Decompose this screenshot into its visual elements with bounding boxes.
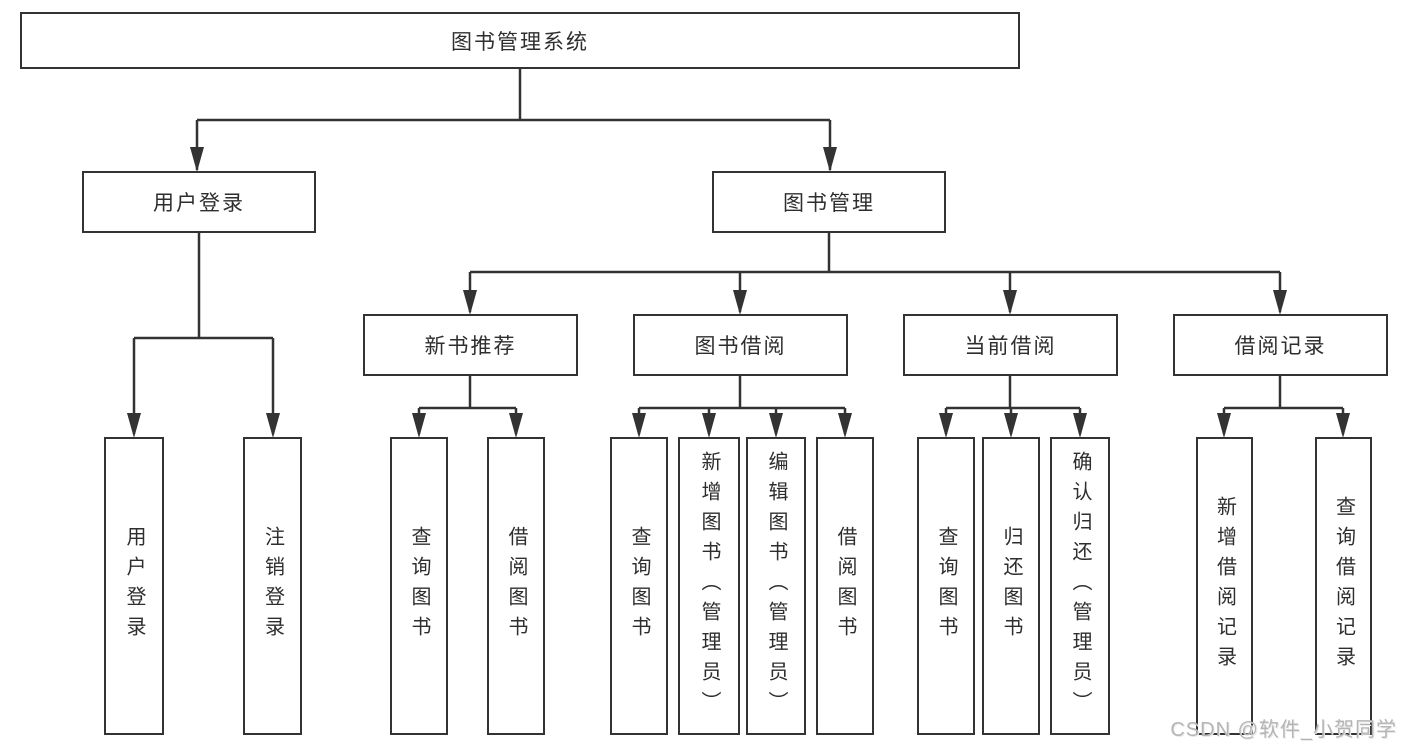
node-current-borrowing: 当前借阅	[903, 314, 1118, 376]
node-book-borrowing: 图书借阅	[633, 314, 848, 376]
node-root-label: 图书管理系统	[451, 30, 589, 54]
leaf-confirm-return-admin: 确认归还（管理员）	[1050, 437, 1110, 735]
leaf-query-borrow-record: 查询借阅记录	[1315, 437, 1372, 735]
leaf-recommend-borrow-books-label: 借阅图书	[505, 526, 527, 646]
leaf-borrowing-borrow-books-label: 借阅图书	[834, 526, 856, 646]
leaf-recommend-borrow-books: 借阅图书	[487, 437, 545, 735]
csdn-watermark: CSDN @软件_小贺同学	[1170, 719, 1397, 741]
leaf-borrowing-query-books-label: 查询图书	[628, 526, 650, 646]
leaf-edit-books-admin-label: 编辑图书（管理员）	[765, 451, 787, 721]
leaf-return-books: 归还图书	[982, 437, 1040, 735]
leaf-add-borrow-record-label: 新增借阅记录	[1213, 496, 1236, 676]
leaf-recommend-query-books: 查询图书	[390, 437, 448, 735]
node-user-login-label: 用户登录	[153, 192, 245, 215]
leaf-recommend-query-books-label: 查询图书	[408, 526, 430, 646]
node-borrowing-records: 借阅记录	[1173, 314, 1388, 376]
leaf-edit-books-admin: 编辑图书（管理员）	[746, 437, 806, 735]
leaf-current-query-books: 查询图书	[917, 437, 975, 735]
leaf-user-login: 用户登录	[104, 437, 164, 735]
leaf-user-login-label: 用户登录	[123, 526, 145, 646]
node-new-book-recommend-label: 新书推荐	[424, 335, 517, 358]
leaf-confirm-return-admin-label: 确认归还（管理员）	[1069, 451, 1091, 721]
leaf-current-query-books-label: 查询图书	[935, 526, 957, 646]
leaf-return-books-label: 归还图书	[1000, 526, 1022, 646]
node-book-management-label: 图书管理	[783, 192, 875, 215]
leaf-logout-label: 注销登录	[261, 526, 284, 646]
node-new-book-recommend: 新书推荐	[363, 314, 578, 376]
node-user-login: 用户登录	[82, 171, 316, 233]
leaf-logout: 注销登录	[243, 437, 302, 735]
leaf-add-books-admin-label: 新增图书（管理员）	[698, 451, 720, 721]
node-current-borrowing-label: 当前借阅	[964, 335, 1057, 358]
node-root: 图书管理系统	[20, 12, 1020, 69]
leaf-add-borrow-record: 新增借阅记录	[1196, 437, 1253, 735]
node-book-management: 图书管理	[712, 171, 946, 233]
node-book-borrowing-label: 图书借阅	[694, 335, 787, 358]
node-borrowing-records-label: 借阅记录	[1234, 335, 1327, 358]
leaf-add-books-admin: 新增图书（管理员）	[678, 437, 740, 735]
leaf-query-borrow-record-label: 查询借阅记录	[1332, 496, 1355, 676]
leaf-borrowing-query-books: 查询图书	[610, 437, 668, 735]
leaf-borrowing-borrow-books: 借阅图书	[816, 437, 874, 735]
